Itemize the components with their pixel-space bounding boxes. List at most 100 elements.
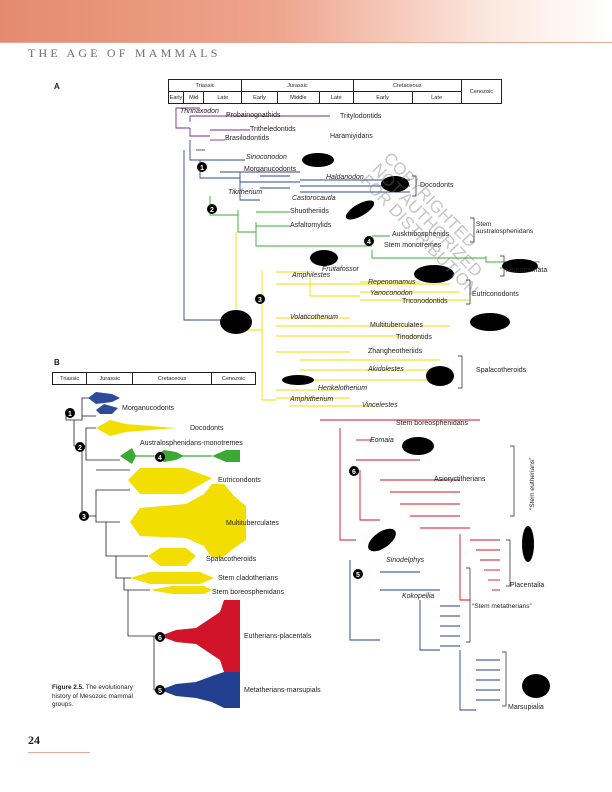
epoch: Early — [241, 91, 278, 104]
svg-text:6: 6 — [158, 635, 162, 642]
svg-text:3: 3 — [82, 514, 86, 521]
svg-text:5: 5 — [158, 688, 162, 695]
label-amphitherium: Amphitherium — [290, 396, 334, 403]
svg-text:4: 4 — [158, 455, 162, 462]
label-castorocauda: Castorocauda — [292, 195, 336, 202]
header-band — [0, 0, 612, 42]
header-rule — [0, 42, 612, 43]
label-yanoconodon: Yanoconodon — [370, 290, 413, 297]
label-fruitafossor: Fruitafossor — [322, 266, 359, 273]
clade-brackets — [412, 175, 515, 707]
label-henkelotherium: Henkelotherium — [318, 385, 368, 392]
svg-text:5: 5 — [356, 572, 360, 579]
spindle-spalacotheroids — [148, 548, 196, 566]
label-b-australosphenidans: Australosphenidans-monotremes — [140, 440, 243, 447]
panel-b-time-table: Triassic Jurassic Cretaceous Cenozoic — [51, 372, 257, 385]
spindle-docodonts — [96, 420, 176, 436]
label-tritylodontids: Tritylodontids — [340, 113, 382, 120]
label-stem-australosphenidans: Stem australosphenidans — [476, 221, 534, 235]
page-number: 24 — [28, 733, 40, 747]
eutherian-branches — [320, 419, 500, 601]
label-b-morganucodonts: Morganucodonts — [122, 405, 175, 412]
panel-b-letter: B — [54, 358, 60, 367]
label-monotremata: Monotremata — [506, 267, 548, 274]
label-b-spalacotheroids: Spalacotheroids — [206, 556, 257, 563]
panel-a-letter: A — [54, 82, 60, 91]
svg-text:1: 1 — [200, 165, 204, 172]
label-brasilodontids: Brasilodontids — [225, 135, 269, 142]
label-placentalia: Placentalia — [510, 582, 545, 589]
node-numbers-b: 1 2 3 4 6 5 — [68, 411, 162, 695]
label-shuotheriids: Shuotheriids — [290, 208, 329, 215]
period-cenozoic: Cenozoic — [210, 372, 257, 385]
period-triassic: Triassic — [51, 372, 88, 385]
label-asioryctitherians: Asioryctitherians — [434, 476, 486, 483]
label-thrinaxodon: Thrinaxodon — [180, 108, 219, 115]
label-morganucodonts: Morganucodonts — [244, 166, 297, 173]
footer-rule — [28, 752, 90, 753]
label-stem-metatherians: “Stem metatherians” — [472, 603, 532, 610]
period-jurassic: Jurassic — [86, 372, 134, 385]
label-b-stem-cladotherians: Stem cladotherians — [218, 575, 278, 582]
svg-text:1: 1 — [68, 411, 72, 418]
spindle-australosphenidans — [120, 448, 240, 464]
panel-b-backbone — [65, 397, 160, 691]
label-docodonts: Docodonts — [420, 182, 454, 189]
spindle-stem-boreosphenidans — [150, 586, 212, 594]
theriiform-branches — [235, 232, 470, 407]
spindle-eutriconodonts — [128, 468, 212, 494]
spindle-metatherians — [160, 672, 240, 708]
label-repenomamus: Repenomamus — [368, 279, 416, 286]
figure-caption: Figure 2.5. The evolutionary history of … — [52, 684, 144, 710]
label-b-docodonts: Docodonts — [190, 425, 224, 432]
panel-a-time-table: Triassic Jurassic Cretaceous Cenozoic Ea… — [167, 79, 503, 104]
label-spalacotheroids: Spalacotheroids — [476, 367, 527, 374]
svg-text:3: 3 — [258, 297, 262, 304]
label-zhangheotheriids: Zhangheotheriids — [368, 348, 423, 355]
label-tritheledontids: Tritheledontids — [250, 126, 296, 133]
label-b-metatherians: Metatherians-marsupials — [244, 687, 321, 694]
svg-text:4: 4 — [367, 239, 371, 246]
label-eomaia: Eomaia — [370, 437, 394, 444]
label-volaticotherium: Volaticotherium — [290, 314, 338, 321]
label-amphilestes: Amphilestes — [292, 272, 331, 279]
node-markers-b — [65, 408, 165, 695]
epoch: Late — [411, 91, 462, 104]
label-stem-boreosphenidans: Stem boreosphenidans — [396, 420, 468, 427]
label-kokopellia: Kokopellia — [402, 593, 435, 600]
cynodont-branches — [175, 107, 330, 141]
svg-text:2: 2 — [78, 445, 82, 452]
spindle-morganucodonts — [88, 392, 120, 414]
label-akidolestes: Akidolestes — [368, 366, 404, 373]
label-tinodontids: Tinodontids — [396, 334, 432, 341]
label-stem-monotremes: Stem monotremes — [384, 242, 442, 249]
epoch: Early — [352, 91, 413, 104]
period-cenozoic: Cenozoic — [460, 79, 503, 104]
label-b-stem-boreosphenidans: Stem boreosphenidans — [212, 589, 284, 596]
spindle-stem-cladotherians — [130, 572, 214, 584]
label-marsupialia: Marsupialia — [508, 704, 544, 711]
label-b-eutherians: Eutherians-placentals — [244, 633, 312, 640]
label-b-eutriconodonts: Eutricondonts — [218, 477, 261, 484]
label-triconodontids: Triconodontids — [402, 298, 448, 305]
label-multituberculates: Multituberculates — [370, 322, 423, 329]
spindle-eutherians — [160, 600, 240, 672]
label-ausktribosphenids: Ausktribosphenids — [392, 231, 450, 238]
animal-silhouettes — [220, 153, 550, 698]
figure-caption-text: The evolutionary history of Mesozoic mam… — [52, 684, 133, 709]
label-tikitherium: Tikitherium — [228, 189, 263, 196]
epoch: Late — [318, 91, 354, 104]
label-eutriconodonts: Eutriconodonts — [472, 291, 519, 298]
label-haldanodon: Haldanodon — [326, 174, 364, 181]
label-haramiyidans: Haramiyidans — [330, 133, 373, 140]
svg-text:2: 2 — [210, 207, 214, 214]
label-sinodelphys: Sinodelphys — [386, 557, 425, 564]
epoch: Mid — [182, 91, 205, 104]
metatherian-branches — [349, 560, 500, 711]
label-vincelestes: Vincelestes — [362, 402, 398, 409]
label-b-multituberculates: Multituberculates — [226, 520, 279, 527]
node-markers-a — [197, 162, 374, 579]
running-title: THE AGE OF MAMMALS — [28, 46, 221, 60]
